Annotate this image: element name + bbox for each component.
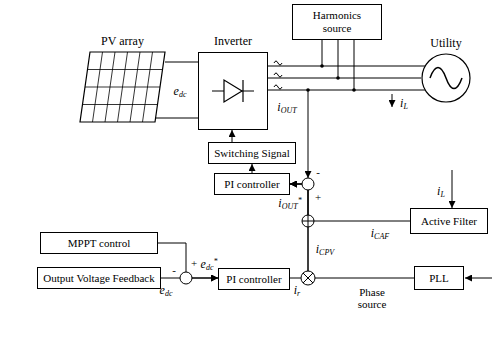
harmonics-wire [354, 40, 355, 90]
signal-connector [165, 62, 198, 63]
adder-junction [302, 215, 314, 227]
phase-wire [268, 90, 425, 91]
junction-dot [306, 88, 310, 92]
multiplier-junction [301, 271, 315, 285]
inverter-block-figure [198, 52, 268, 130]
adder-cross [302, 215, 314, 227]
sine-symbol [430, 68, 462, 89]
sign-mark: + [191, 257, 197, 269]
signal-name: edc* [201, 258, 218, 271]
block-label: Harmonics source [306, 9, 368, 34]
signal-name: edc [174, 85, 187, 98]
signal-connector [232, 130, 233, 142]
pv-array-figure [80, 52, 165, 122]
summing-junction [302, 178, 314, 190]
harmonics-wire [338, 40, 339, 78]
signal-connector [252, 164, 253, 173]
block-label: PI controller [226, 273, 281, 286]
mppt-control-box: MPPT control [40, 232, 158, 254]
harmonics-source-box: Harmonics source [292, 4, 382, 40]
phase-wire [268, 66, 425, 67]
pll-box: PLL [414, 266, 464, 290]
signal-name: iOUT* [278, 197, 301, 210]
sign-mark: - [172, 264, 176, 276]
sign-mark: + [315, 191, 321, 203]
block-label: MPPT control [68, 237, 130, 250]
pi-controller-box: PI controller [218, 268, 290, 290]
load-current-wire [452, 170, 453, 208]
pv-array: PV array [80, 52, 165, 122]
pv-panel-outline [80, 52, 165, 122]
signal-note: Phase source [352, 286, 392, 310]
harmonics-wire [322, 40, 323, 66]
phase-input-wire [465, 278, 492, 279]
pi-controller-box: PI controller [214, 173, 290, 195]
diode-symbol [212, 80, 254, 102]
utility-source: Utility [421, 54, 471, 104]
signal-name: iCPV [316, 243, 334, 256]
utility-source-figure [421, 54, 471, 104]
filter-symbol [274, 85, 282, 89]
junction-dot [320, 64, 324, 68]
inverter-block: Inverter [198, 52, 268, 130]
current-arrow [392, 94, 393, 107]
dc-bus-wire [156, 118, 198, 119]
switching-signal-box: Switching Signal [208, 142, 296, 164]
block-label: Output Voltage Feedback [43, 272, 154, 285]
block-label: PI controller [224, 178, 279, 191]
block-label: Active Filter [421, 215, 477, 228]
signal-name: edc [160, 284, 173, 297]
signal-name: iOUT [277, 101, 296, 114]
block-label: Switching Signal [214, 147, 289, 160]
signal-connector [290, 184, 414, 278]
multiplier-cross [303, 273, 313, 283]
voltage-feedback-box: Output Voltage Feedback [37, 267, 161, 289]
filter-symbol [274, 61, 282, 65]
sign-mark: - [316, 166, 320, 178]
signal-connector [290, 184, 308, 278]
feedback-wire [308, 90, 309, 178]
active-filter-box: Active Filter [410, 208, 488, 234]
block-heading: PV array [101, 35, 144, 49]
source-circle [422, 54, 470, 102]
signal-name: iL [400, 97, 408, 110]
signal-connector [268, 78, 421, 79]
block-heading: Utility [430, 37, 461, 51]
junction-dot [352, 88, 356, 92]
signal-name: iL [437, 185, 445, 198]
inverter-outline [199, 53, 268, 130]
signal-name: ir [294, 284, 300, 297]
summing-junction [180, 272, 192, 284]
wires [156, 40, 492, 278]
filter-symbol [274, 73, 282, 77]
pv-cell-grid [83, 52, 163, 122]
signal-name: iCAF [371, 227, 389, 240]
block-heading: Inverter [214, 35, 252, 49]
block-label: PLL [429, 272, 449, 285]
